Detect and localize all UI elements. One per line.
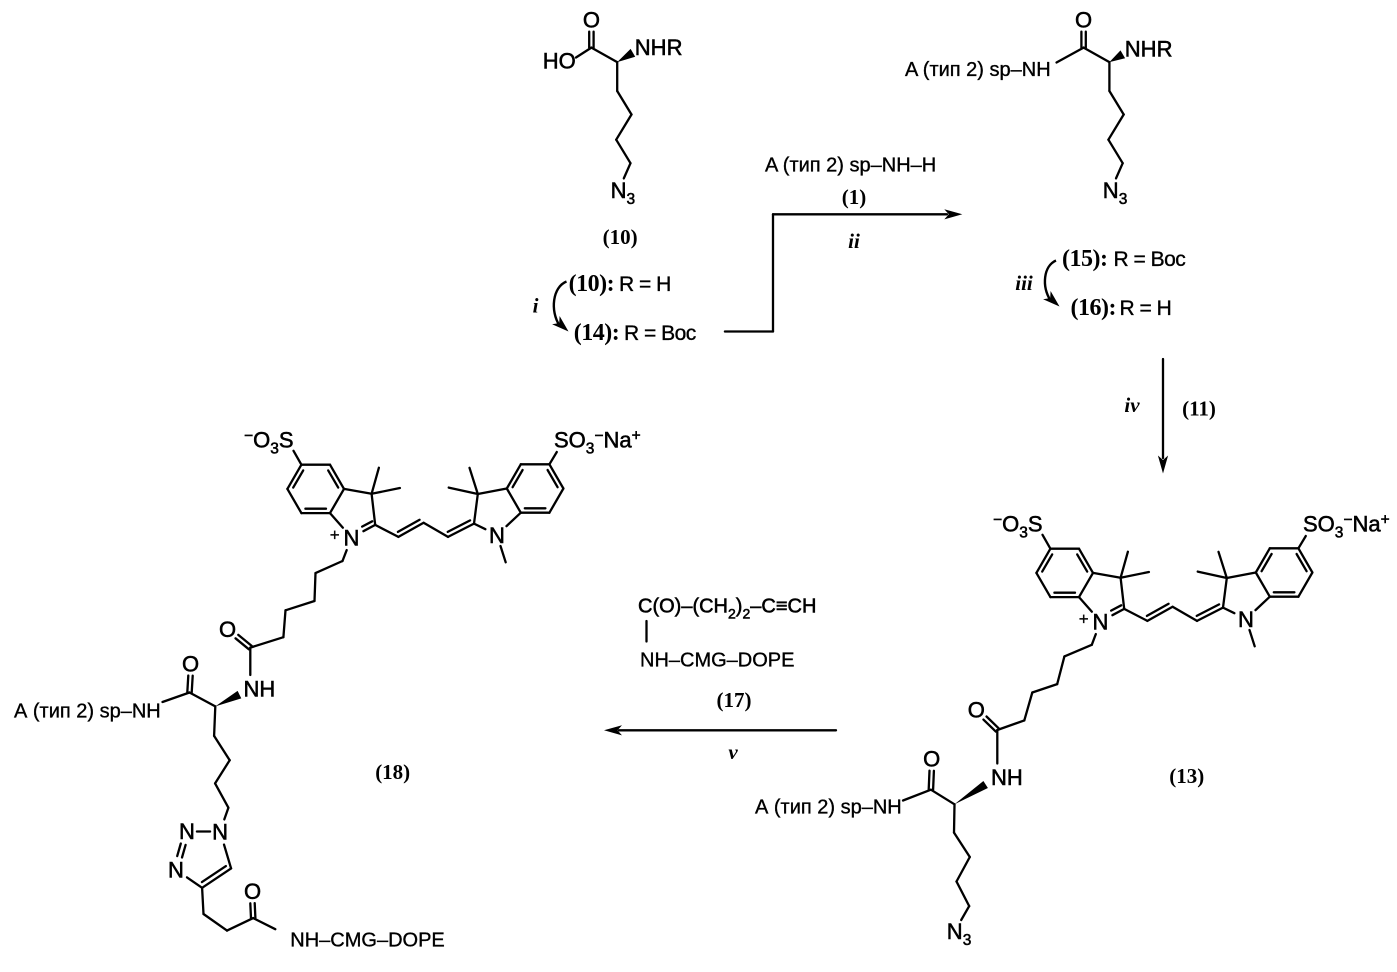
svg-text:SO3−Na+: SO3−Na+ — [554, 428, 641, 458]
svg-text:O: O — [923, 747, 940, 772]
svg-text:O: O — [182, 651, 199, 676]
svg-text:i: i — [533, 294, 539, 318]
svg-text:iii: iii — [1015, 271, 1033, 295]
svg-text:R = Boc: R = Boc — [1114, 248, 1186, 271]
svg-text:NH–CMG–DOPE: NH–CMG–DOPE — [640, 650, 794, 672]
svg-text:N3: N3 — [611, 178, 636, 208]
svg-text:R = H: R = H — [1120, 297, 1172, 320]
svg-text:R = Boc: R = Boc — [624, 322, 696, 345]
svg-text:(16):: (16): — [1071, 295, 1116, 321]
svg-text:(11): (11) — [1182, 397, 1216, 421]
svg-text:+: + — [330, 526, 340, 545]
svg-text:(1): (1) — [842, 185, 867, 209]
svg-text:NH–CMG–DOPE: NH–CMG–DOPE — [290, 930, 444, 952]
svg-text:(15):: (15): — [1062, 246, 1107, 272]
svg-text:N: N — [1238, 607, 1254, 632]
svg-text:(10): (10) — [603, 225, 638, 249]
svg-text:O: O — [1075, 8, 1092, 33]
svg-text:O: O — [583, 8, 600, 33]
svg-text:N: N — [344, 525, 360, 550]
svg-text:+: + — [1079, 610, 1089, 629]
svg-text:NH: NH — [244, 676, 276, 701]
svg-text:А (тип 2) sp–NH: А (тип 2) sp–NH — [14, 701, 161, 723]
svg-text:O: O — [219, 617, 236, 642]
svg-text:N: N — [1093, 609, 1109, 634]
svg-text:(10):: (10): — [569, 271, 614, 297]
svg-text:O: O — [244, 879, 261, 904]
svg-text:А (тип 2) sp–NH: А (тип 2) sp–NH — [755, 797, 902, 819]
svg-text:C(O)–(CH2)2–C≡CH: C(O)–(CH2)2–C≡CH — [638, 595, 816, 621]
svg-text:(18): (18) — [375, 760, 410, 784]
svg-text:ii: ii — [848, 229, 860, 253]
svg-text:(13): (13) — [1169, 764, 1204, 788]
svg-text:iv: iv — [1124, 393, 1140, 417]
svg-text:NHR: NHR — [1125, 37, 1173, 62]
svg-text:N3: N3 — [947, 919, 972, 949]
svg-text:NHR: NHR — [635, 35, 683, 60]
svg-text:(17): (17) — [717, 688, 752, 712]
svg-text:N: N — [212, 820, 228, 845]
svg-text:SO3−Na+: SO3−Na+ — [1303, 512, 1390, 542]
svg-text:HO: HO — [543, 49, 576, 74]
svg-text:NH: NH — [991, 765, 1023, 790]
svg-text:A (тип 2) sp–NH: A (тип 2) sp–NH — [905, 59, 1051, 81]
svg-text:−O3S: −O3S — [993, 512, 1043, 542]
svg-text:(14):: (14): — [574, 320, 619, 346]
svg-text:N: N — [489, 523, 505, 548]
svg-text:N3: N3 — [1103, 178, 1128, 208]
svg-text:N: N — [168, 858, 184, 883]
svg-text:−O3S: −O3S — [244, 428, 294, 458]
svg-text:R = H: R = H — [619, 273, 671, 296]
svg-text:A (тип 2) sp–NH–H: A (тип 2) sp–NH–H — [765, 154, 936, 176]
svg-text:O: O — [968, 698, 985, 723]
svg-text:N: N — [179, 819, 195, 844]
svg-text:v: v — [728, 740, 738, 764]
